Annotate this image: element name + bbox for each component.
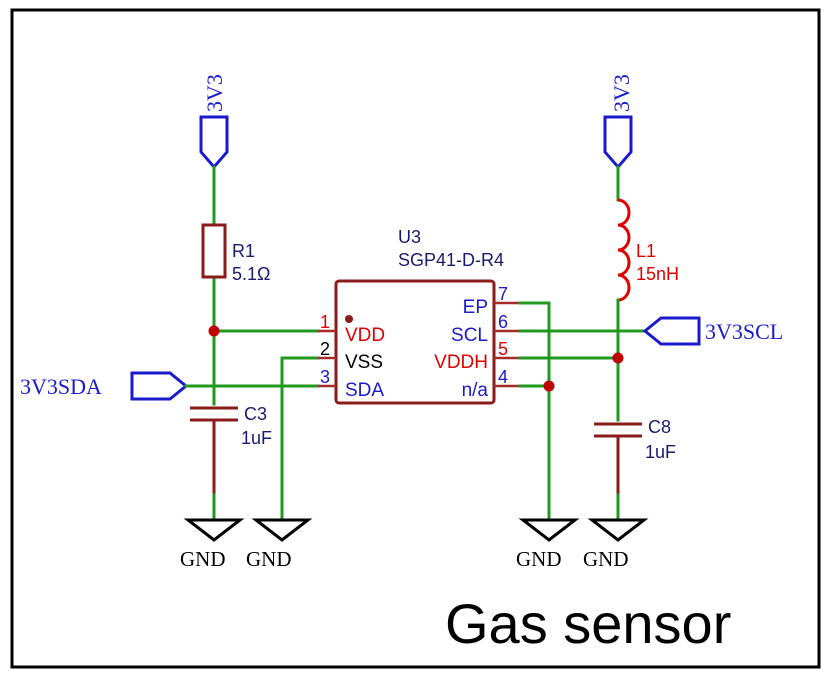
net-label-sda: 3V3SDA (20, 374, 102, 399)
u3-pin1-number: 1 (320, 312, 330, 332)
c3-ref: C3 (244, 404, 267, 424)
u3-pin7-name: EP (463, 297, 488, 318)
l1-inductor-icon (617, 198, 631, 302)
ground-label-3: GND (516, 547, 562, 571)
u3-pin3-number: 3 (320, 367, 330, 387)
r1-value: 5.1Ω (232, 264, 270, 284)
junction-vdd (208, 325, 220, 337)
r1-resistor-icon (201, 223, 227, 279)
ground-label-4: GND (583, 547, 629, 571)
u3-pin5-number: 5 (498, 339, 508, 359)
junction-vddh (612, 352, 624, 364)
junction-ep (543, 380, 555, 392)
power-label-left: 3V3 (202, 74, 227, 112)
c8-ref: C8 (648, 417, 671, 437)
c8-value: 1uF (645, 442, 676, 462)
net-port-sda-icon (130, 371, 189, 401)
ground-label-1: GND (180, 547, 226, 571)
ground-1-icon (183, 518, 245, 542)
net-port-scl-icon (642, 316, 701, 346)
u3-pin2-name: VSS (345, 352, 383, 373)
ground-2-icon (251, 518, 313, 542)
c3-value: 1uF (241, 428, 272, 448)
u3-body (334, 279, 496, 405)
u3-pin1-name: VDD (345, 325, 385, 346)
u3-value: SGP41-D-R4 (398, 250, 504, 270)
power-label-right: 3V3 (609, 74, 634, 112)
u3-pin3-name: SDA (345, 380, 384, 401)
u3-pin6-name: SCL (451, 325, 488, 346)
net-label-scl: 3V3SCL (705, 319, 783, 344)
u3-pin4-name: n/a (462, 380, 489, 401)
l1-ref: L1 (636, 241, 656, 261)
l1-value: 15nH (636, 264, 679, 284)
ground-label-2: GND (246, 547, 292, 571)
ground-4-icon (587, 518, 649, 542)
power-port-right-icon (603, 115, 633, 170)
u3-pin7-number: 7 (498, 284, 508, 304)
u3-pin2-number: 2 (320, 339, 330, 359)
power-port-left-icon (199, 115, 229, 170)
u3-pin6-number: 6 (498, 312, 508, 332)
u3-pin1-marker-icon (345, 315, 353, 323)
u3-pin5-name: VDDH (434, 352, 488, 373)
u3-pin4-number: 4 (498, 367, 508, 387)
sheet-title: Gas sensor (445, 592, 731, 655)
r1-ref: R1 (232, 241, 255, 261)
sheet-frame (10, 8, 821, 669)
ground-3-icon (518, 518, 580, 542)
u3-ref: U3 (398, 227, 421, 247)
